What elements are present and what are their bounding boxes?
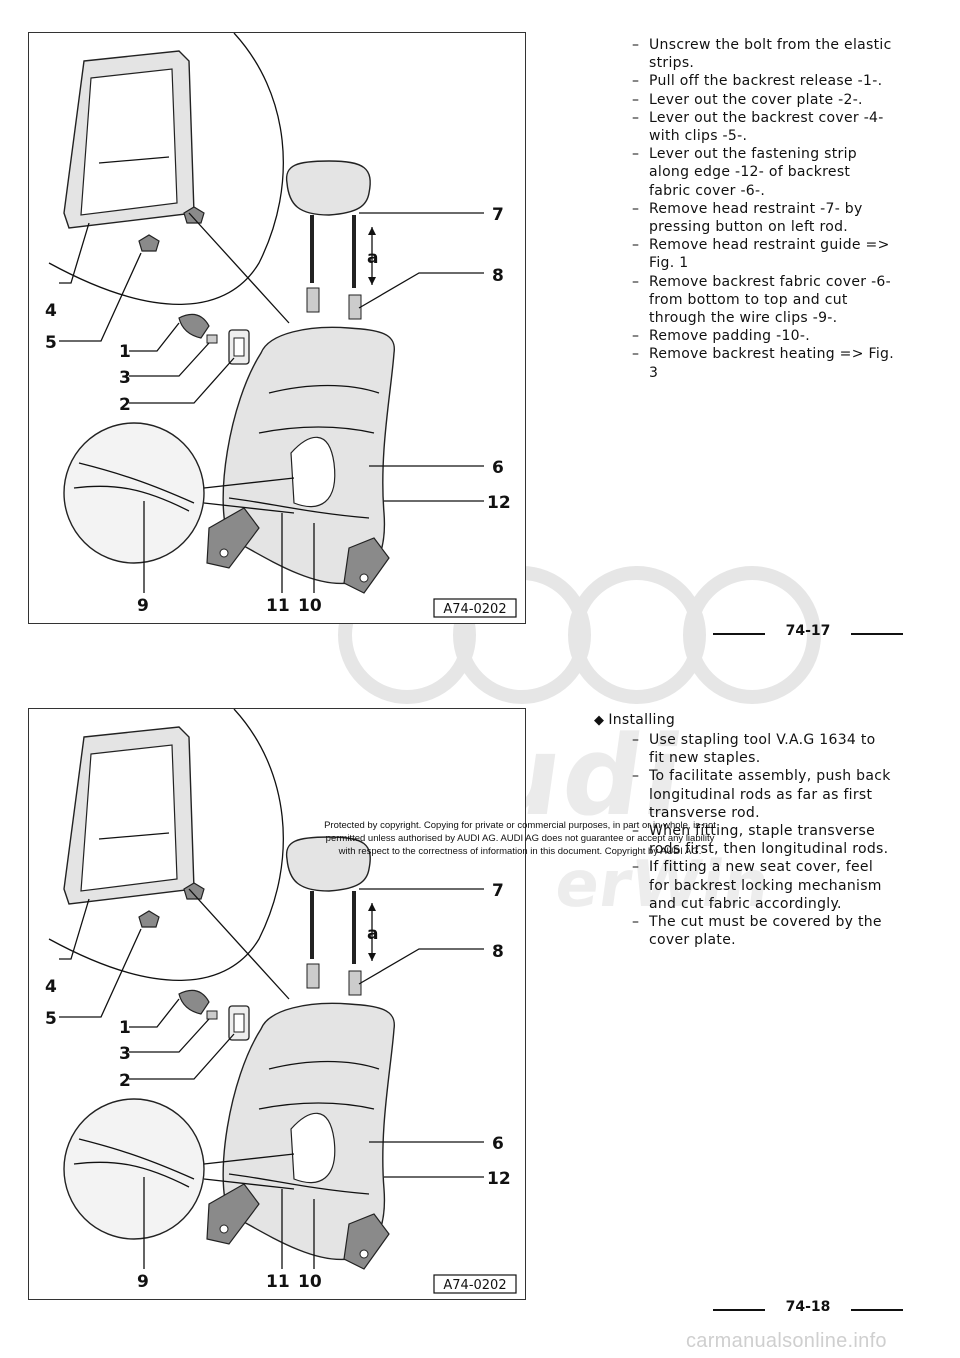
backrest-release-drawing <box>178 313 250 365</box>
wire-clip-detail-drawing <box>63 422 295 564</box>
wire-clip-detail-drawing <box>63 1098 295 1240</box>
list-item: Unscrew the bolt from the elastic strips… <box>632 36 894 72</box>
source-watermark: carmanualsonline.info <box>686 1330 887 1352</box>
diamond-bullet-icon: ◆ <box>594 713 605 728</box>
callout-1: 1 <box>119 1018 131 1038</box>
list-item: The cut must be covered by the cover pla… <box>632 913 894 949</box>
removal-steps-list: Unscrew the bolt from the elastic strips… <box>632 36 894 382</box>
clip-drawing <box>138 882 205 928</box>
copyright-line: permitted unless authorised by AUDI AG. … <box>325 833 715 844</box>
head-restraint-drawing <box>285 160 376 320</box>
callout-8: 8 <box>492 942 504 962</box>
list-item: To facilitate assembly, push back longit… <box>632 767 894 822</box>
list-item: Pull off the backrest release -1-. <box>632 72 894 90</box>
page-number: 74-18 <box>713 1299 903 1319</box>
callout-8: 8 <box>492 266 504 286</box>
list-item: Remove head restraint guide => Fig. 1 <box>632 236 894 272</box>
figure-code: A74-0202 <box>443 602 506 617</box>
callout-6: 6 <box>492 1134 504 1154</box>
list-item: Use stapling tool V.A.G 1634 to fit new … <box>632 731 894 767</box>
callout-4: 4 <box>45 301 57 321</box>
copyright-line: with respect to the correctness of infor… <box>338 846 702 857</box>
callout-10: 10 <box>298 596 322 616</box>
figure-code-box <box>433 598 517 618</box>
list-item: When fitting, staple transverse rods fir… <box>632 822 894 858</box>
list-item: Remove head restraint -7- by pressing bu… <box>632 200 894 236</box>
figure-code: A74-0202 <box>443 1278 506 1293</box>
callout-9: 9 <box>137 596 149 616</box>
callout-10: 10 <box>298 1272 322 1292</box>
copyright-notice: Protected by copyright. Copying for priv… <box>290 819 750 858</box>
callout-7: 7 <box>492 881 504 901</box>
callout-9: 9 <box>137 1272 149 1292</box>
callout-12: 12 <box>487 493 511 513</box>
installing-steps-list: Use stapling tool V.A.G 1634 to fit new … <box>632 731 894 949</box>
backrest-release-drawing <box>178 989 250 1041</box>
list-item: Remove backrest heating => Fig. 3 <box>632 345 894 381</box>
callout-5: 5 <box>45 1009 57 1029</box>
list-item: Lever out the fastening strip along edge… <box>632 145 894 200</box>
callout-3: 3 <box>119 368 131 388</box>
callout-a: a <box>367 924 378 944</box>
installing-heading-label: Installing <box>608 712 676 728</box>
detail-circle-top <box>48 33 284 305</box>
leader-lines <box>59 888 484 1269</box>
callout-3: 3 <box>119 1044 131 1064</box>
callout-12: 12 <box>487 1169 511 1189</box>
backrest-cover-drawing <box>63 726 195 905</box>
backrest-drawing <box>222 1002 395 1261</box>
callout-2: 2 <box>119 395 131 415</box>
exploded-view-figure-top: 4 5 1 3 2 7 a 8 6 12 9 11 10 A74-0202 <box>28 32 526 624</box>
installing-heading: ◆Installing <box>594 712 675 728</box>
figure-code-box <box>433 1274 517 1294</box>
backrest-drawing <box>222 326 395 585</box>
copyright-line: Protected by copyright. Copying for priv… <box>324 820 716 831</box>
callout-7: 7 <box>492 205 504 225</box>
list-item: Remove padding -10-. <box>632 327 894 345</box>
clip-drawing <box>138 206 205 252</box>
head-restraint-drawing <box>285 836 376 996</box>
list-item: Remove backrest fabric cover -6- from bo… <box>632 273 894 328</box>
list-item: If fitting a new seat cover, feel for ba… <box>632 858 894 913</box>
leader-lines <box>59 212 484 593</box>
callout-1: 1 <box>119 342 131 362</box>
list-item: Lever out the backrest cover -4- with cl… <box>632 109 894 145</box>
backrest-cover-drawing <box>63 50 195 229</box>
callout-5: 5 <box>45 333 57 353</box>
callout-6: 6 <box>492 458 504 478</box>
list-item: Lever out the cover plate -2-. <box>632 91 894 109</box>
mounting-bracket-drawing <box>206 507 390 594</box>
exploded-view-figure-bottom: 4 5 1 3 2 7 a 8 6 12 9 11 10 A74-0202 <box>28 708 526 1300</box>
callout-a: a <box>367 248 378 268</box>
detail-circle-top <box>48 709 284 981</box>
page-number: 74-17 <box>713 623 903 643</box>
callout-4: 4 <box>45 977 57 997</box>
callout-2: 2 <box>119 1071 131 1091</box>
mounting-bracket-drawing <box>206 1183 390 1270</box>
callout-11: 11 <box>266 596 290 616</box>
callout-11: 11 <box>266 1272 290 1292</box>
